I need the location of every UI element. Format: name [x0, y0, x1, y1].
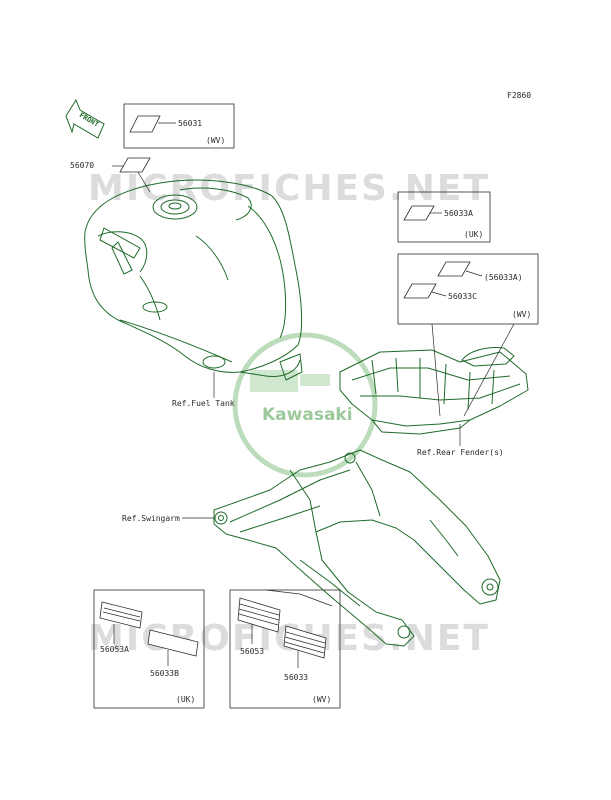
ref-rear-fender-label: Ref.Rear Fender(s) [417, 448, 504, 457]
part-number-56053: 56053 [240, 647, 264, 656]
part-number-56033B: 56033B [150, 669, 179, 678]
callout-56033C: (56033A) 56033C (WV) [397, 253, 539, 417]
decal-56033B-shape [147, 629, 199, 657]
watermark-logo-text: Kawasaki [262, 405, 353, 425]
decal-56031-shape [129, 115, 161, 133]
decal-56033A-shape [403, 205, 435, 221]
callout-56053-56033: 56053 56033 (WV) [229, 589, 341, 709]
variant-56033C: (WV) [512, 310, 531, 319]
fuel-tank-drawing [84, 179, 303, 381]
variant-56031: (WV) [206, 136, 225, 145]
variant-56033: (WV) [312, 695, 331, 704]
ref-swingarm: Ref.Swingarm [122, 514, 214, 523]
decal-56053A-shape [99, 601, 143, 629]
ref-fuel-tank-label: Ref.Fuel Tank [172, 399, 235, 408]
variant-56033B: (UK) [176, 695, 195, 704]
decal-56033-shape [283, 625, 327, 659]
ref-rear-fender: Ref.Rear Fender(s) [417, 424, 504, 457]
part-number-56033A-wv: (56033A) [484, 273, 523, 282]
part-number-56053A: 56053A [100, 645, 129, 654]
callout-56031: 56031 (WV) [123, 103, 235, 149]
swingarm-drawing [213, 449, 501, 647]
part-number-56070: 56070 [70, 161, 94, 170]
callout-56053A-56033B: 56053A 56033B (UK) [93, 589, 205, 709]
callout-56070: 56070 [70, 157, 151, 193]
ref-fuel-tank: Ref.Fuel Tank [172, 372, 235, 408]
decal-56033A-wv-shape [437, 261, 471, 277]
decal-56070-shape [119, 157, 151, 173]
part-number-56033: 56033 [284, 673, 308, 682]
rear-fender-drawing [339, 347, 529, 435]
part-number-56031: 56031 [178, 119, 202, 128]
front-arrow-icon: FRONT [65, 98, 105, 139]
part-number-56033A: 56033A [444, 209, 473, 218]
part-number-56033C: 56033C [448, 292, 477, 301]
decal-56033C-shape [403, 283, 437, 299]
ref-swingarm-label: Ref.Swingarm [122, 514, 180, 523]
figure-code: F2860 [507, 91, 531, 100]
variant-56033A: (UK) [464, 230, 483, 239]
watermark-logo: Kawasaki [232, 332, 378, 478]
decal-56053-shape [237, 597, 281, 633]
callout-56033A: 56033A (UK) [397, 191, 491, 243]
